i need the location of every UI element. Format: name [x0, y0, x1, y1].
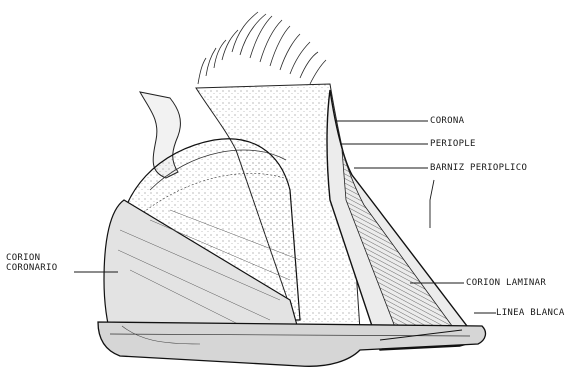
label-corion-laminar: CORION LAMINAR	[466, 278, 546, 288]
label-linea-blanca: LINEA BLANCA	[496, 308, 565, 318]
label-periople: PERIOPLE	[430, 139, 476, 149]
label-corion-coronario-line1: CORION	[6, 253, 40, 263]
label-corion-coronario-line2: CORONARIO	[6, 263, 57, 273]
label-corona: CORONA	[430, 116, 464, 126]
label-barniz-perioplico: BARNIZ PERIOPLICO	[430, 163, 527, 173]
hoof-sole	[98, 322, 485, 366]
hair-strands	[198, 12, 326, 84]
